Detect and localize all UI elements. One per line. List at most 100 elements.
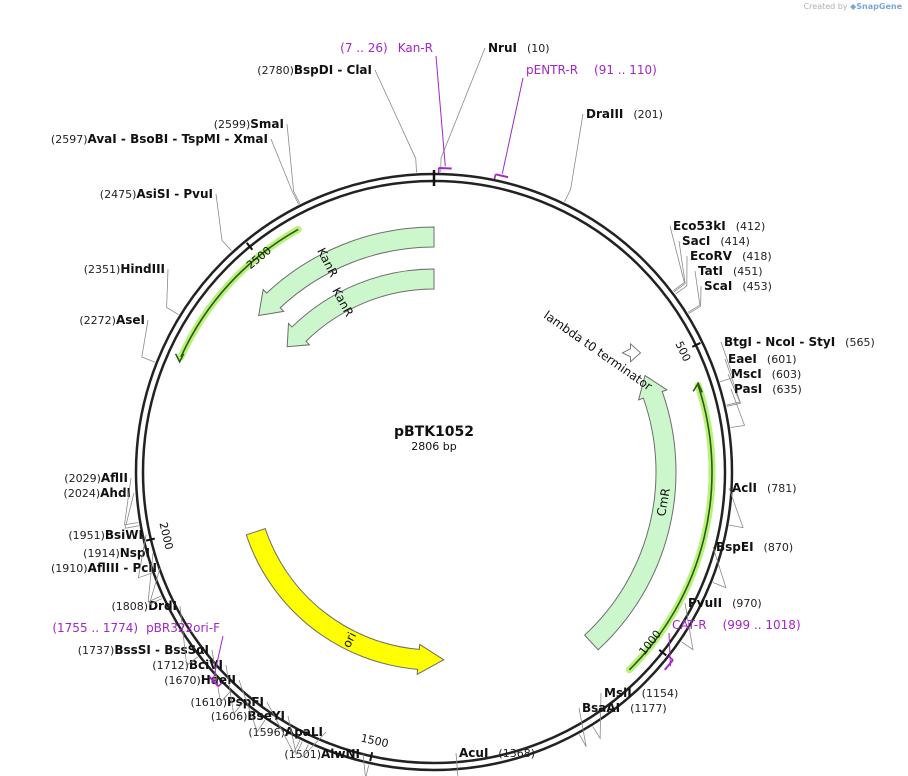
site-position: (201): [633, 108, 663, 121]
site-name-asei: AseI: [116, 313, 145, 327]
site-name-ecorv: EcoRV: [690, 249, 733, 263]
backbone-layer: [134, 170, 734, 772]
site-position: (451): [733, 265, 763, 278]
site-name-apali: ApaLI: [285, 725, 323, 739]
site-name-bseyi: BseYI: [247, 709, 285, 723]
site-name-styi: StyI: [809, 335, 836, 349]
primer-range: (1755 .. 1774): [52, 621, 138, 635]
site-separator: -: [170, 187, 183, 201]
site-position: (601): [767, 353, 797, 366]
feature-arrow-kan-inner: [286, 268, 435, 348]
site-name-bcivi: BciVI: [189, 658, 223, 672]
site-leader-pasi: [730, 388, 746, 428]
site-position: (603): [772, 368, 802, 381]
tick-mark-2500: [245, 242, 254, 251]
site-name-msci: MscI: [731, 367, 762, 381]
primer-label-pbr322ori-f: (1755 .. 1774) pBR322ori-F: [52, 621, 220, 635]
site-name-eco53ki: Eco53kI: [673, 219, 726, 233]
tick-label-1500: 1500: [360, 732, 390, 751]
site-position: (1610): [190, 696, 227, 709]
site-name-bsss-i: BssSαI: [164, 643, 209, 657]
site-name-alwni: AlwNI: [321, 747, 360, 761]
primer-bar-cat-r: [664, 659, 674, 671]
site-leader-msli: [592, 692, 602, 740]
site-label-bsssi-bsss-i: (1737)BssSI - BssSαI: [78, 643, 209, 657]
site-name-bsssi: BssSI: [114, 643, 151, 657]
site-name-haeii: HaeII: [201, 673, 236, 687]
site-position: (2272): [79, 314, 116, 327]
site-label-ahdi: (2024)AhdI: [64, 486, 131, 500]
site-leader-avai: [270, 138, 300, 205]
snapgene-credit: Created by ◆SnapGene: [804, 2, 902, 11]
site-name-avai: AvaI: [88, 132, 117, 146]
site-label-saci: SacI(414): [682, 234, 750, 248]
tick-label-500: 500: [672, 339, 693, 364]
site-label-eaei: EaeI (601): [728, 352, 797, 366]
primer-name: CAT-R: [672, 618, 707, 632]
site-position: (2024): [64, 487, 101, 500]
site-leader-acli: [728, 487, 744, 529]
site-separator: -: [333, 63, 346, 77]
site-label-asisi-pvui: (2475)AsiSI - PvuI: [100, 187, 213, 201]
primer-name: pBR322ori-F: [146, 621, 220, 635]
tick-label-2000: 2000: [156, 521, 175, 551]
site-leader-bcivi: [225, 664, 243, 715]
site-position: (2599): [214, 118, 251, 131]
site-label-draiii: DraIII(201): [586, 107, 663, 121]
site-name-pvuii: PvuII: [688, 596, 722, 610]
site-separator: -: [117, 132, 130, 146]
site-label-hindiii: (2351)HindIII: [84, 262, 165, 276]
cmr-selection-arc: [628, 385, 713, 671]
kanr-selection-arrow-icon: [174, 353, 185, 364]
plasmid-length: 2806 bp: [411, 440, 456, 453]
site-name-xmai: XmaI: [234, 132, 268, 146]
site-leader-bsssi: [211, 649, 231, 704]
site-name-clai: ClaI: [347, 63, 372, 77]
site-label-acli: AclI(781): [732, 481, 797, 495]
site-leader-ecorv: [675, 255, 688, 295]
site-separator: -: [119, 561, 132, 575]
site-leader-hindiii: [166, 268, 179, 316]
primer-bar-pentr-r: [495, 173, 509, 179]
site-separator: -: [151, 643, 164, 657]
site-name-bspdi: BspDI: [294, 63, 333, 77]
primer-range: (91 .. 110): [594, 63, 657, 77]
site-position: (1596): [248, 726, 285, 739]
site-name-bspei: BspEI: [716, 540, 754, 554]
site-position: (781): [767, 482, 797, 495]
site-name-tspmi: TspMI: [182, 132, 221, 146]
site-name-smai: SmaI: [250, 117, 284, 131]
primer-range: (7 .. 26): [340, 41, 388, 55]
primer-bar-pbr322ori-f: [208, 676, 220, 688]
site-name-msli: MslI: [604, 686, 632, 700]
site-label-drdi: (1808)DrdI: [111, 599, 177, 613]
site-name-eaei: EaeI: [728, 352, 757, 366]
site-separator: -: [220, 132, 233, 146]
site-name-aflii: AflII: [101, 471, 128, 485]
site-label-bsiwi: (1951)BsiWI: [68, 528, 143, 542]
site-name-scai: ScaI: [704, 279, 732, 293]
site-label-aflii: (2029)AflII: [64, 471, 128, 485]
site-position: (1910): [51, 562, 88, 575]
site-leader-msci: [726, 373, 741, 407]
site-separator: -: [795, 335, 808, 349]
site-name-nrui: NruI: [488, 41, 517, 55]
site-position: (1177): [630, 702, 667, 715]
site-name-pspfi: PspFI: [227, 695, 264, 709]
site-label-nspi: (1914)NspI: [83, 546, 150, 560]
site-leader-bspei: [712, 546, 727, 589]
primer-name: Kan-R: [398, 41, 433, 55]
site-name-tati: TatI: [698, 264, 723, 278]
site-label-bsaai: BsaAI(1177): [582, 701, 667, 715]
site-label-pvuii: PvuII(970): [688, 596, 762, 610]
site-label-btgi-ncoi-styi: BtgI - NcoI - StyI(565): [724, 335, 875, 349]
primer-hook-pbr322ori-f: [217, 682, 223, 687]
site-label-tati: TatI (451): [698, 264, 763, 278]
tick-mark-1500: [369, 752, 374, 762]
feature-label-ori: ori: [340, 630, 360, 650]
primer-leader-pentr-r: [501, 77, 524, 174]
site-leader-nrui: [440, 47, 486, 173]
site-position: (565): [845, 336, 875, 349]
primer-hook-pentr-r: [493, 174, 497, 180]
